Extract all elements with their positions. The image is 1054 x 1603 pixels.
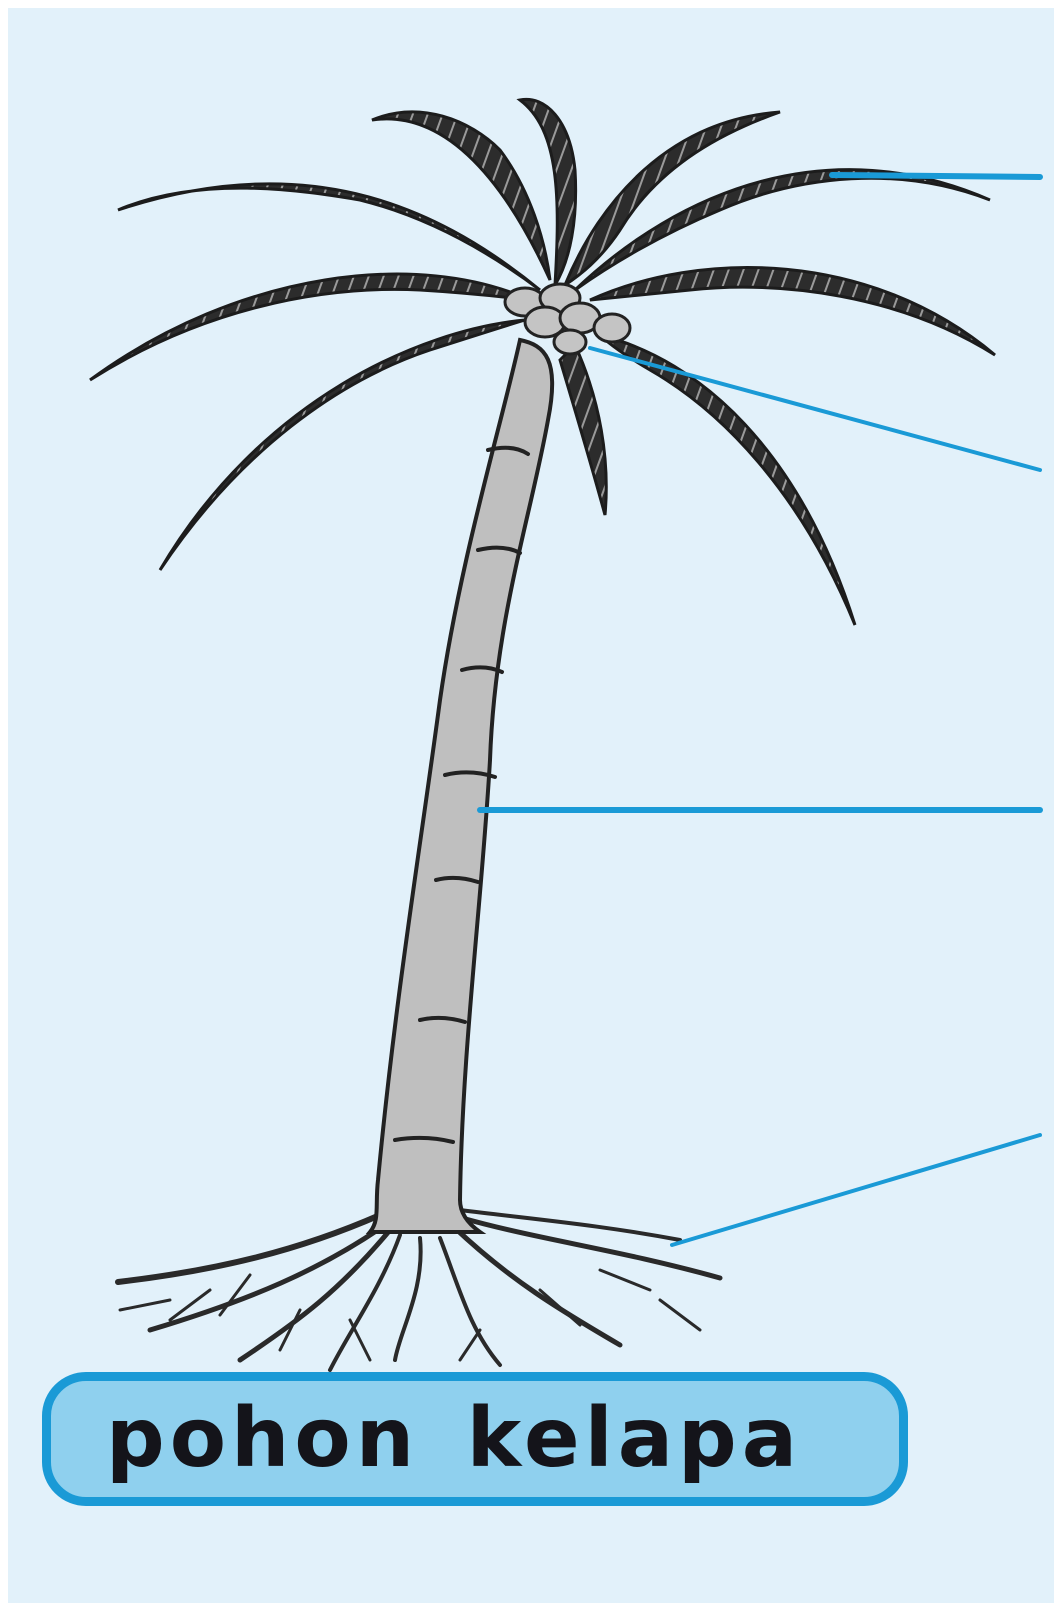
trunk [370, 340, 552, 1232]
caption-box: pohon kelapa [42, 1372, 908, 1506]
caption-text: pohon kelapa [106, 1398, 802, 1480]
leader-line-daun [832, 175, 1040, 177]
leader-line-akar [672, 1135, 1040, 1245]
leader-line-buah [590, 348, 1040, 470]
